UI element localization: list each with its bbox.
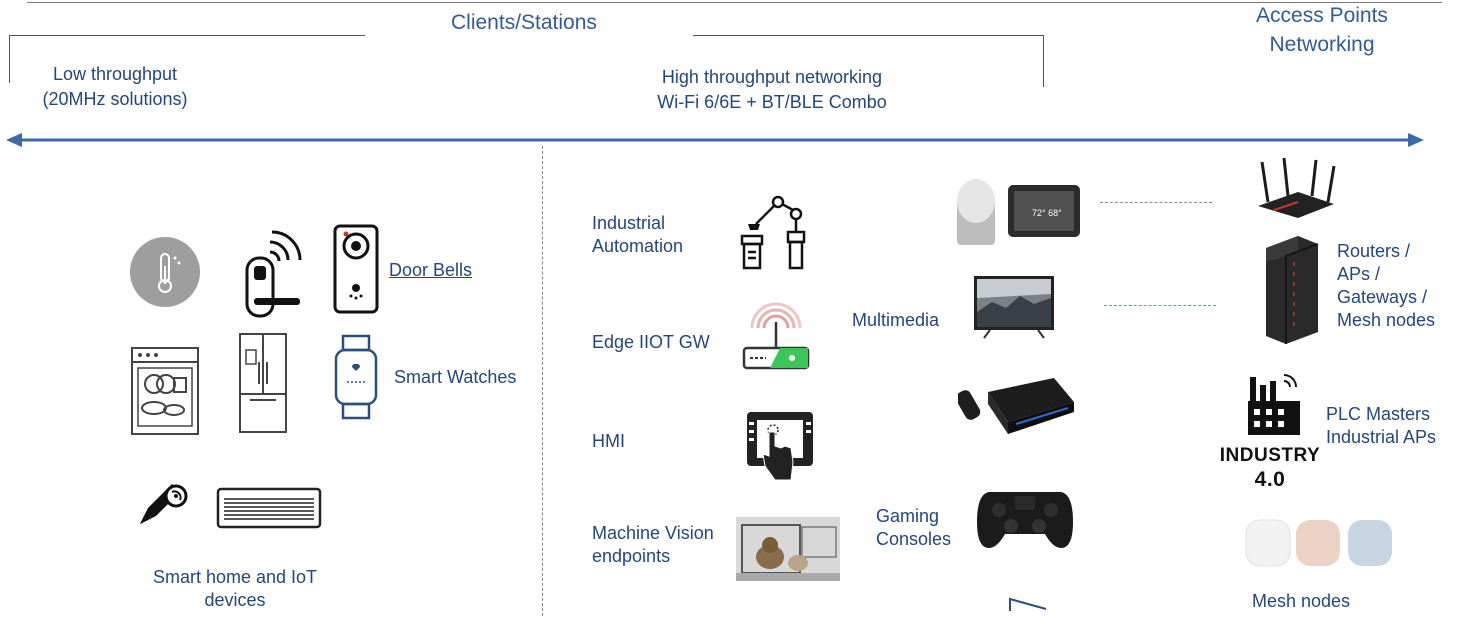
air-conditioner-icon — [216, 487, 322, 529]
high-throughput-label: High throughput networking Wi-Fi 6/6E + … — [622, 65, 922, 115]
clients-bracket-left — [9, 35, 365, 36]
mesh-nodes-label: Mesh nodes — [1252, 591, 1351, 611]
machine-vision-label: Machine Vision endpoints — [592, 522, 714, 568]
routers-label: Routers / APs / Gateways / Mesh nodes — [1337, 240, 1435, 332]
smart-tv-icon — [974, 276, 1054, 339]
doorbell-icon — [333, 224, 379, 314]
smart-watches-label: Smart Watches — [394, 367, 517, 387]
top-rule — [27, 2, 1442, 3]
industry-4-0-logo: INDUSTRY 4.0 — [1214, 444, 1326, 492]
machine-vision-line1: Machine Vision — [592, 523, 714, 543]
machine-vision-camera-icon — [736, 517, 840, 581]
gaming-consoles-label: Gaming Consoles — [876, 505, 951, 551]
access-points-title: Access Points Networking — [1232, 1, 1412, 59]
thermostat-readout: 72° 68° — [1032, 208, 1062, 218]
industry-logo-line2: 4.0 — [1254, 468, 1286, 491]
factory-wifi-icon — [1248, 374, 1300, 435]
gateway-tower-icon — [1266, 236, 1319, 344]
wifi-router-icon — [1258, 158, 1336, 218]
low-throughput-line1: Low throughput — [52, 64, 178, 84]
clients-bracket-right-tick — [1043, 35, 1044, 87]
smart-home-caption: Smart home and IoT devices — [140, 566, 330, 612]
routers-line4: Mesh nodes — [1337, 310, 1436, 330]
mesh-nodes-icon — [1245, 519, 1392, 567]
thermometer-icon — [130, 237, 200, 307]
game-controller-icon — [977, 492, 1073, 548]
multimedia-label: Multimedia — [852, 310, 940, 330]
robot-arm-icon — [740, 195, 806, 270]
gaming-consoles-line1: Gaming — [876, 506, 940, 526]
door-bells-label: Door Bells — [389, 260, 473, 280]
machine-vision-line2: endpoints — [592, 546, 671, 566]
high-throughput-line1: High throughput networking — [661, 67, 883, 87]
smart-speaker-icon — [957, 179, 995, 245]
dishwasher-icon — [131, 347, 199, 435]
refrigerator-icon — [239, 333, 287, 433]
smart-watch-icon — [334, 334, 378, 420]
routers-line3: Gateways / — [1337, 287, 1428, 307]
industrial-automation-label: Industrial Automation — [592, 212, 683, 258]
hmi-touchscreen-icon — [747, 412, 813, 481]
partial-device-icon — [1009, 597, 1047, 611]
routers-line1: Routers / — [1337, 241, 1411, 261]
access-points-line1: Access Points — [1256, 4, 1388, 27]
low-throughput-label: Low throughput (20MHz solutions) — [20, 62, 210, 112]
smart-home-caption-line1: Smart home and IoT — [152, 567, 318, 587]
industry-logo-line1: INDUSTRY — [1219, 445, 1321, 466]
edge-iiot-gw-label: Edge IIOT GW — [592, 332, 710, 352]
industrial-automation-line1: Industrial — [592, 213, 666, 233]
hmi-label: HMI — [592, 431, 625, 451]
streaming-box-icon — [958, 378, 1074, 434]
routers-line2: APs / — [1337, 264, 1381, 284]
clients-bracket-right — [693, 35, 1044, 36]
gaming-consoles-line2: Consoles — [876, 529, 952, 549]
plc-masters-label: PLC Masters Industrial APs — [1326, 403, 1436, 449]
clients-stations-title: Clients/Stations — [451, 11, 597, 34]
plc-masters-line2: Industrial APs — [1326, 427, 1437, 447]
high-throughput-line2: Wi-Fi 6/6E + BT/BLE Combo — [657, 92, 887, 112]
section-divider — [542, 146, 543, 616]
plc-masters-line1: PLC Masters — [1326, 404, 1431, 424]
access-points-line2: Networking — [1269, 33, 1375, 56]
smart-display-icon: 72° 68° — [1008, 185, 1080, 237]
double-arrow — [6, 133, 1424, 147]
connector-line-top — [1100, 202, 1212, 203]
low-throughput-line2: (20MHz solutions) — [42, 89, 188, 109]
smart-lock-icon — [245, 230, 302, 318]
industrial-automation-line2: Automation — [592, 236, 684, 256]
edge-gateway-icon — [742, 302, 810, 370]
connector-line-middle — [1104, 305, 1216, 306]
clients-bracket-left-tick — [9, 35, 10, 83]
smart-pen-icon — [140, 484, 188, 524]
smart-home-caption-line2: devices — [204, 590, 266, 610]
